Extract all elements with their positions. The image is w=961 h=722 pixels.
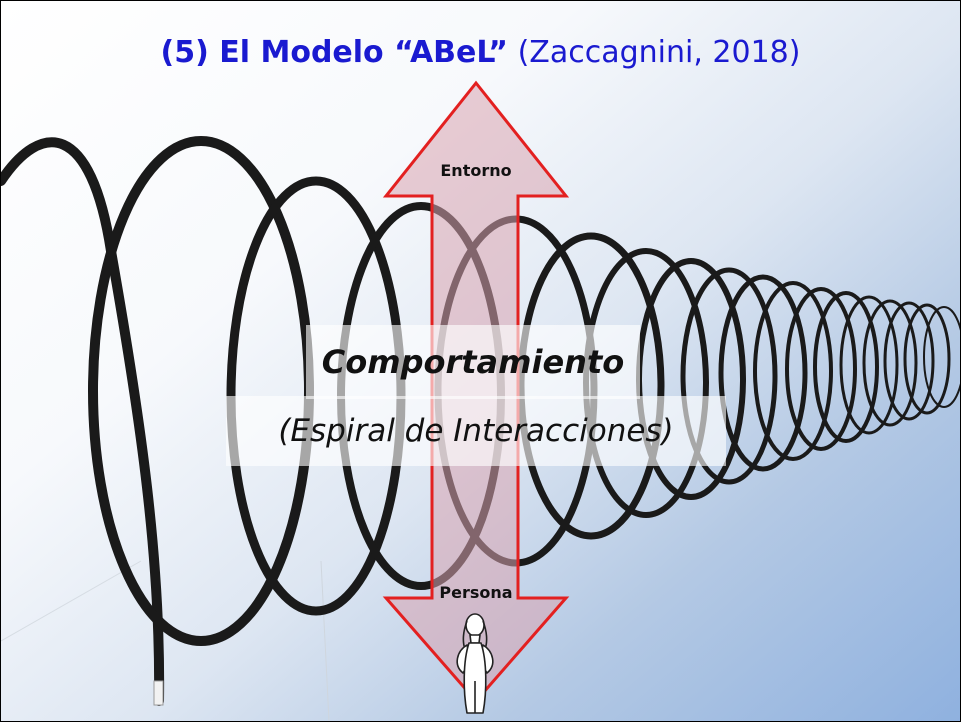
- spring-coil: [88, 136, 314, 646]
- background-line: [320, 560, 330, 721]
- behavior-label: Comportamiento: [321, 343, 625, 381]
- background-line: [1, 560, 142, 642]
- spring-coil: [883, 301, 935, 421]
- arrow-top-label: Entorno: [440, 161, 512, 180]
- spring-coil: [862, 299, 918, 427]
- behavior-label-box: Comportamiento: [306, 325, 640, 399]
- title-citation: (Zaccagnini, 2018): [517, 35, 801, 70]
- slide-title: (5) El Modelo “ABeL” (Zaccagnini, 2018): [1, 35, 960, 70]
- spring-coil: [753, 281, 833, 461]
- spring-coil: [1, 137, 165, 706]
- spring-end: [153, 680, 164, 706]
- spiral-label-box: (Espiral de Interacciones): [226, 396, 726, 466]
- spring-coil: [839, 295, 899, 435]
- title-model-name: (5) El Modelo “ABeL”: [160, 35, 509, 70]
- spring-coil: [680, 267, 778, 485]
- arrow-bottom-label: Persona: [439, 583, 513, 602]
- person-figure-icon: [456, 613, 494, 714]
- spring-coil: [923, 306, 960, 408]
- spring-coil: [903, 303, 951, 415]
- spiral-label: (Espiral de Interacciones): [278, 413, 674, 449]
- spring-coil: [718, 274, 808, 472]
- spring-coil: [813, 291, 879, 443]
- spring-coil: [785, 287, 857, 451]
